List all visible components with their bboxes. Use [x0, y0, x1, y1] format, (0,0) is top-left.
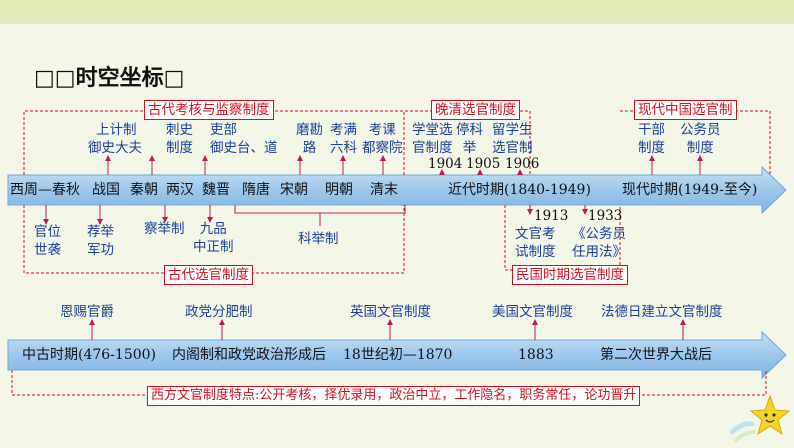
label-us-civil-service: 美国文官制度 — [492, 304, 573, 320]
label-british-civil-service: 英国文官制度 — [350, 304, 431, 320]
axis-modern-era: 近代时期(1840-1949) — [448, 182, 591, 198]
label-keju: 科举制 — [298, 231, 339, 247]
axis-weijin: 魏晋 — [202, 182, 230, 198]
year-1905: 1905 — [466, 156, 501, 172]
label-enci-guanjue: 恩赐官爵 — [60, 304, 114, 320]
axis-songchao: 宋朝 — [280, 182, 308, 198]
up-arrows-1 — [105, 155, 703, 175]
label-zhengdang-feifei: 政党分肥制 — [185, 304, 253, 320]
label-kaoke: 考课 都察院 — [362, 122, 403, 156]
label-jianju: 荐举 军功 — [87, 224, 114, 258]
axis-postwar: 第二次世界大战后 — [600, 347, 712, 363]
label-gongwuyuan-renyong: 《公务员 任用法》 — [572, 226, 626, 260]
label-shangji: 上计制 御史大夫 — [88, 122, 142, 156]
axis-xizhou-chunqiu: 西周—春秋 — [10, 182, 80, 198]
year-1904: 1904 — [428, 156, 463, 172]
top-band — [0, 0, 794, 24]
axis-cabinet: 内阁制和政党政治形成后 — [172, 347, 326, 363]
label-cishi: 刺史 制度 — [166, 122, 193, 156]
up-arrows-2 — [89, 319, 686, 340]
box-modern-china: 现代中国选官制 — [634, 100, 737, 121]
timeline-arrow-2 — [7, 330, 787, 380]
label-tingke: 停科 举 — [456, 122, 483, 156]
section-title: □□时空坐标□ — [34, 66, 185, 91]
label-liuxuesheng: 留学生 选官制 — [492, 122, 533, 156]
label-kaoman: 考满 六科 — [330, 122, 357, 156]
box-western-features: 西方文官制度特点:公开考核，择优录用，政治中立，工作隐名，职务常任，论功晋升 — [147, 386, 641, 406]
year-1906: 1906 — [505, 156, 540, 172]
label-fr-de-jp-civil-service: 法德日建立文官制度 — [601, 304, 723, 320]
label-chaju: 察举制 — [144, 221, 185, 237]
axis-1883: 1883 — [518, 347, 554, 363]
label-guanwei: 官位 世袭 — [34, 224, 61, 258]
keju-bracket — [234, 205, 406, 214]
label-gongwuyuan: 公务员 制度 — [680, 122, 721, 156]
label-xuetang: 学堂选 官制度 — [412, 122, 453, 156]
axis-qingmo: 清末 — [370, 182, 398, 198]
label-ganbu: 干部 制度 — [638, 122, 665, 156]
axis-suitang: 隋唐 — [242, 182, 270, 198]
label-mokan: 磨勘 路 — [296, 122, 323, 156]
axis-contemporary: 现代时期(1949-至今) — [622, 182, 758, 198]
down-arrows-1 — [43, 205, 588, 225]
axis-medieval: 中古时期(476-1500) — [22, 347, 157, 363]
axis-zhanguo: 战国 — [92, 182, 120, 198]
box-late-qing: 晚清选官制度 — [431, 100, 520, 121]
label-wenguan-kaoshi: 文官考 试制度 — [515, 226, 556, 260]
axis-lianghan: 两汉 — [166, 182, 194, 198]
axis-18th-century: 18世纪初—1870 — [343, 347, 453, 363]
label-libu: 吏部 御史台、道 — [210, 122, 278, 156]
star-decoration-icon — [730, 394, 790, 442]
box-republic-selection: 民国时期选官制度 — [512, 265, 628, 286]
timeline-arrow-1 — [7, 165, 787, 215]
year-1913: 1913 — [534, 208, 569, 224]
axis-mingchao: 明朝 — [325, 182, 353, 198]
box-ancient-assessment: 古代考核与监察制度 — [144, 100, 274, 121]
label-jiupin: 九品 中正制 — [193, 221, 234, 255]
axis-qinchao: 秦朝 — [130, 182, 158, 198]
year-1933: 1933 — [588, 208, 623, 224]
box-ancient-selection: 古代选官制度 — [164, 265, 253, 286]
